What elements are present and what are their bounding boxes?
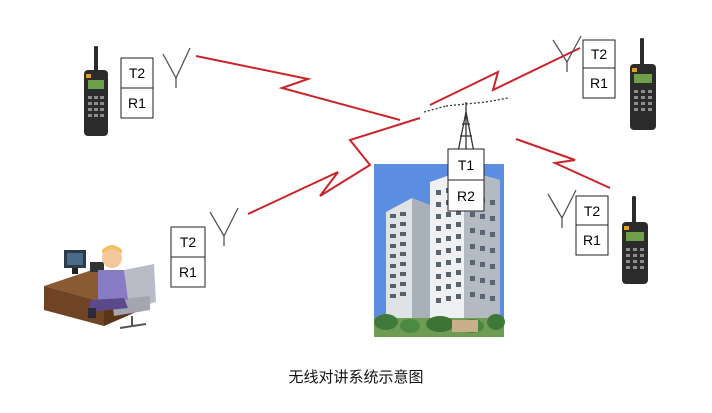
right-radio-rx-label: R1 bbox=[583, 232, 601, 248]
left-radio-rx-label: R1 bbox=[128, 95, 146, 111]
label-box-base-station: T2 R1 bbox=[170, 226, 206, 288]
antenna-right-icon bbox=[547, 189, 577, 228]
label-box-repeater: T1 R2 bbox=[447, 148, 485, 212]
ground-trees bbox=[374, 314, 505, 337]
link-left-radio bbox=[195, 55, 401, 121]
repeater-tx-label: T1 bbox=[458, 157, 475, 173]
building-scene bbox=[374, 164, 505, 337]
left-tower bbox=[386, 198, 432, 330]
repeater-rx-label: R2 bbox=[457, 188, 475, 204]
link-base-station bbox=[247, 117, 421, 215]
link-top-right-radio bbox=[429, 47, 581, 106]
diagram-caption: 无线对讲系统示意图 bbox=[288, 368, 424, 386]
walkie-talkie-top-right-icon bbox=[630, 38, 656, 130]
top-right-radio-tx-label: T2 bbox=[591, 46, 608, 62]
left-radio-tx-label: T2 bbox=[129, 65, 146, 81]
walkie-talkie-right-icon bbox=[622, 196, 648, 284]
right-radio-tx-label: T2 bbox=[584, 203, 601, 219]
antenna-base-icon bbox=[209, 207, 239, 246]
base-station-tx-label: T2 bbox=[180, 234, 197, 250]
label-box-left-radio: T2 R1 bbox=[120, 57, 154, 119]
link-right-radio bbox=[515, 138, 611, 189]
antenna-top-right-icon bbox=[552, 35, 582, 72]
radio-links bbox=[195, 47, 611, 215]
repeater-mast-icon bbox=[423, 97, 509, 153]
walkie-talkie-left-icon bbox=[84, 46, 108, 136]
dispatcher-desk-icon bbox=[44, 245, 156, 329]
base-station-rx-label: R1 bbox=[179, 264, 197, 280]
label-box-right-radio: T2 R1 bbox=[575, 195, 609, 256]
top-right-radio-rx-label: R1 bbox=[590, 75, 608, 91]
antenna-left-radio-icon bbox=[162, 47, 191, 88]
label-box-top-right-radio: T2 R1 bbox=[582, 39, 616, 99]
